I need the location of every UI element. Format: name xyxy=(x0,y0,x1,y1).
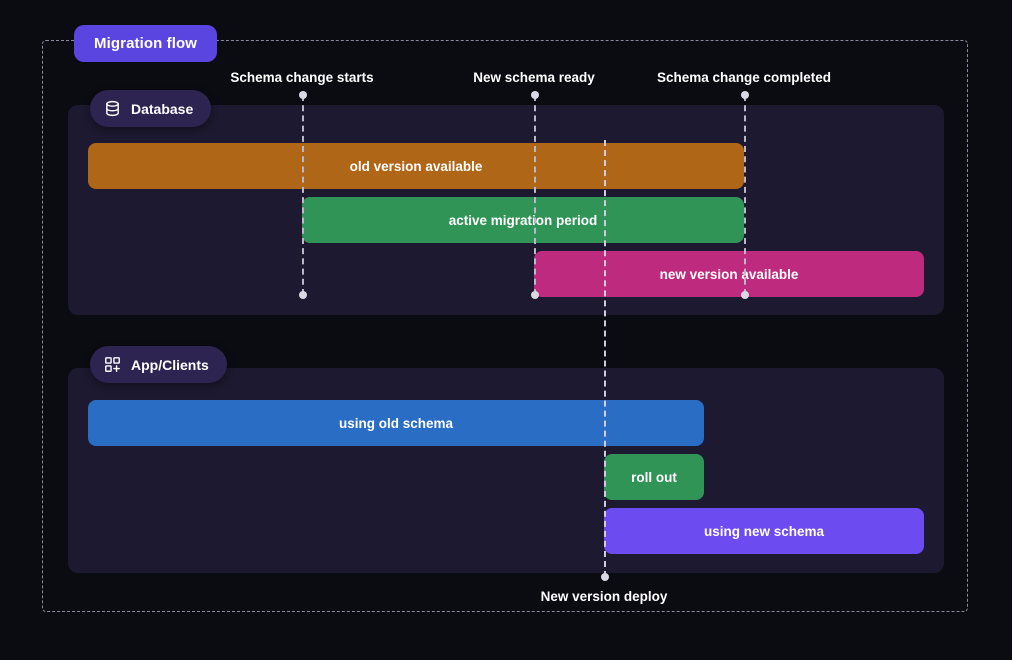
bar-using-old-schema[interactable]: using old schema xyxy=(88,400,704,446)
bar-using-new-schema[interactable]: using new schema xyxy=(604,508,924,554)
lane-badge-database-label: Database xyxy=(131,100,194,117)
milestone-line xyxy=(604,140,606,577)
milestone-dot-bottom xyxy=(299,291,307,299)
lane-badge-app-clients-label: App/Clients xyxy=(131,356,209,373)
flow-title-label: Migration flow xyxy=(94,35,198,52)
milestone-label: Schema change completed xyxy=(656,70,832,85)
milestone-dot-top xyxy=(531,91,539,99)
milestone-label: New schema ready xyxy=(473,70,595,85)
milestone-line xyxy=(534,95,536,295)
lane-badge-database[interactable]: Database xyxy=(90,90,212,127)
milestone-line xyxy=(302,95,304,295)
bar-label: using new schema xyxy=(703,523,825,539)
bar-roll-out[interactable]: roll out xyxy=(604,454,704,500)
lane-badge-app-clients[interactable]: App/Clients xyxy=(90,346,227,383)
bar-label: using old schema xyxy=(338,415,454,431)
bar-active-migration-period[interactable]: active migration period xyxy=(302,197,744,243)
milestone-label: New version deploy xyxy=(540,589,668,604)
milestone-label: Schema change starts xyxy=(230,70,374,85)
milestone-dot-bottom xyxy=(531,291,539,299)
diagram-frame xyxy=(42,40,968,612)
bar-label: new version available xyxy=(659,266,799,282)
milestone-dot-top xyxy=(741,91,749,99)
database-icon xyxy=(104,100,121,117)
bar-label: active migration period xyxy=(448,212,598,228)
flow-title-badge: Migration flow xyxy=(74,25,218,62)
bar-label: old version available xyxy=(349,158,483,174)
milestone-dot-bottom xyxy=(741,291,749,299)
milestone-dot-bottom xyxy=(601,573,609,581)
milestone-dot-top xyxy=(299,91,307,99)
bar-label: roll out xyxy=(631,469,677,485)
bar-old-version-available[interactable]: old version available xyxy=(88,143,744,189)
bar-new-version-available[interactable]: new version available xyxy=(534,251,924,297)
layout-plus-icon xyxy=(104,356,121,373)
milestone-line xyxy=(744,95,746,295)
